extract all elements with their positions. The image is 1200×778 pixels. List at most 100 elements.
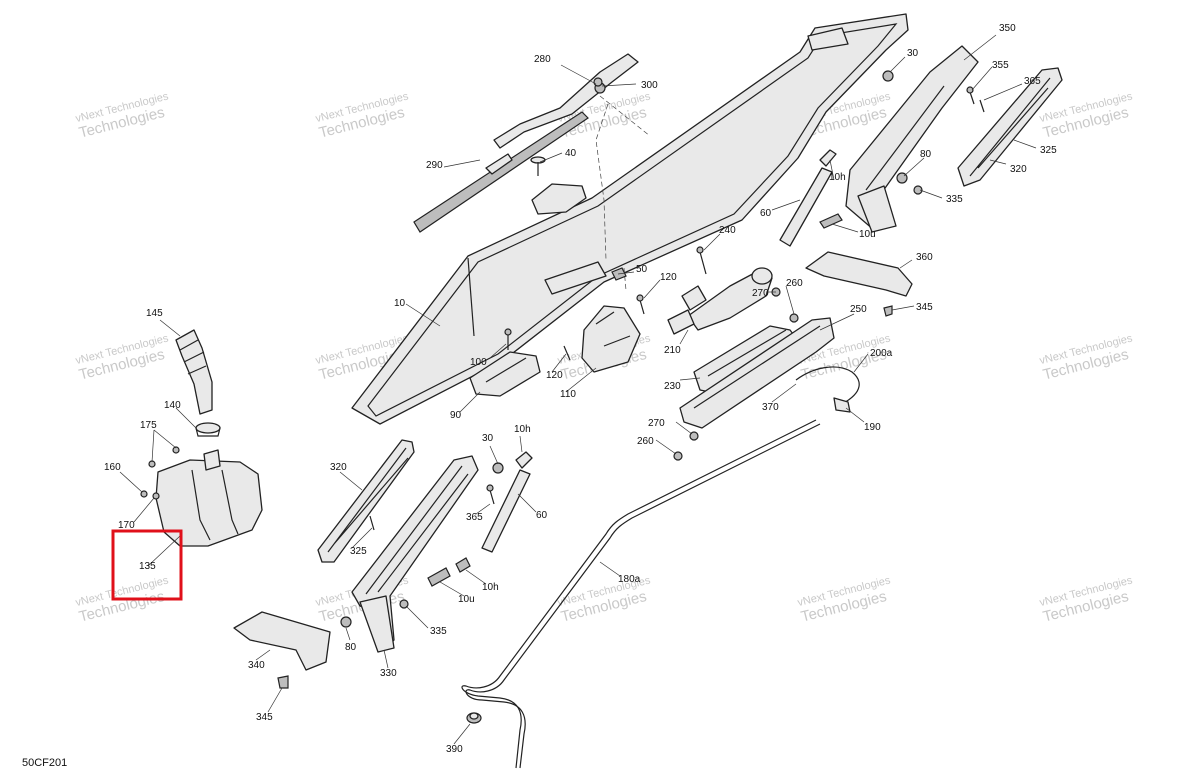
callout-120-top[interactable]: 120 (660, 272, 677, 283)
gas-strut-upper[interactable] (779, 149, 843, 247)
callout-340[interactable]: 340 (248, 660, 265, 671)
callout-60-bottom[interactable]: 60 (536, 510, 548, 521)
callout-30-bottom[interactable]: 30 (482, 433, 494, 444)
callout-90[interactable]: 90 (450, 410, 462, 421)
screw-120-b[interactable] (636, 294, 645, 315)
callout-160[interactable]: 160 (104, 462, 121, 473)
callout-200a[interactable]: 200a (870, 348, 893, 359)
callout-335-top[interactable]: 335 (946, 194, 963, 205)
screw-40[interactable] (530, 156, 546, 176)
callout-360[interactable]: 360 (916, 252, 933, 263)
highlight-box (111, 529, 183, 601)
callout-10h-top[interactable]: 10h (829, 172, 846, 183)
callout-10u-bottom[interactable]: 10u (458, 594, 475, 605)
callout-10h-bottom[interactable]: 10h (482, 582, 499, 593)
upper-right-pillar[interactable] (845, 45, 979, 233)
callout-180a[interactable]: 180a (618, 574, 641, 585)
bolt-240[interactable] (696, 246, 707, 275)
washer-hose-200a[interactable] (795, 366, 860, 405)
callout-345-bottom[interactable]: 345 (256, 712, 273, 723)
callout-325-bottom[interactable]: 325 (350, 546, 367, 557)
grommet-390[interactable] (466, 712, 482, 724)
callout-10[interactable]: 10 (394, 298, 406, 309)
callout-170[interactable]: 170 (118, 520, 135, 531)
screw-100[interactable] (504, 328, 512, 350)
callout-320-top[interactable]: 320 (1010, 164, 1027, 175)
filler-neck[interactable] (175, 329, 213, 415)
nut-30-bottom[interactable] (492, 462, 504, 474)
reservoir-tank[interactable] (155, 449, 263, 547)
nut-300[interactable] (593, 77, 603, 87)
callout-270-top[interactable]: 270 (752, 288, 769, 299)
callout-260-bottom[interactable]: 260 (637, 436, 654, 447)
callout-145[interactable]: 145 (146, 308, 163, 319)
wiper-pivot[interactable] (581, 305, 641, 373)
bracket-340[interactable] (233, 611, 331, 671)
callout-300[interactable]: 300 (641, 80, 658, 91)
callout-325-top[interactable]: 325 (1040, 145, 1057, 156)
washer-nozzle[interactable] (833, 397, 851, 413)
callout-110[interactable]: 110 (560, 389, 576, 400)
callout-335-bottom[interactable]: 335 (430, 626, 447, 637)
callout-60-top[interactable]: 60 (760, 208, 772, 219)
wiper-blade[interactable] (413, 111, 589, 233)
cowl-cover[interactable] (679, 317, 835, 429)
callout-365-top[interactable]: 365 (1024, 76, 1041, 87)
callout-10u-top[interactable]: 10u (859, 229, 876, 240)
callout-365-bottom[interactable]: 365 (466, 512, 483, 523)
clip-345-bottom[interactable] (277, 675, 289, 689)
callout-120-bottom[interactable]: 120 (546, 370, 563, 381)
callout-250[interactable]: 250 (850, 304, 867, 315)
callout-270-bottom[interactable]: 270 (648, 418, 665, 429)
callout-390[interactable]: 390 (446, 744, 463, 755)
callout-80-top[interactable]: 80 (920, 149, 932, 160)
callout-175[interactable]: 175 (140, 420, 157, 431)
bracket-360[interactable] (805, 251, 913, 297)
callout-230[interactable]: 230 (664, 381, 681, 392)
callout-210[interactable]: 210 (664, 345, 681, 356)
drawing-id: 50CF201 (22, 757, 67, 769)
callout-240[interactable]: 240 (719, 225, 736, 236)
screw-365-top[interactable] (979, 99, 985, 113)
lower-pillar[interactable] (351, 455, 479, 653)
lower-light-bar[interactable] (317, 439, 415, 563)
callout-50[interactable]: 50 (636, 264, 648, 275)
screw-120-a[interactable] (563, 345, 571, 361)
nut-80-bottom[interactable] (340, 616, 352, 628)
callout-40[interactable]: 40 (565, 148, 577, 159)
windshield-frame[interactable] (351, 13, 909, 425)
clip-345-right[interactable] (883, 305, 893, 317)
callout-100[interactable]: 100 (470, 357, 487, 368)
wiper-mount-90[interactable] (469, 351, 541, 397)
callout-80-bottom[interactable]: 80 (345, 642, 357, 653)
callout-30-top[interactable]: 30 (907, 48, 919, 59)
callout-370[interactable]: 370 (762, 402, 779, 413)
callout-135[interactable]: 135 (139, 561, 156, 572)
callout-330[interactable]: 330 (380, 668, 397, 679)
callout-280[interactable]: 280 (534, 54, 551, 65)
callout-355[interactable]: 355 (992, 60, 1009, 71)
washer-hose-180a[interactable] (461, 419, 821, 769)
screw-365-bottom[interactable] (486, 484, 495, 505)
cap-140[interactable] (195, 422, 221, 437)
callout-260-top[interactable]: 260 (786, 278, 803, 289)
gas-strut-lower[interactable] (427, 451, 533, 587)
screw-335-top[interactable] (913, 185, 923, 195)
callout-320-bottom[interactable]: 320 (330, 462, 347, 473)
nut-30-top[interactable] (882, 70, 894, 82)
wiper-motor[interactable] (667, 267, 773, 335)
washer-170[interactable] (152, 492, 160, 500)
upper-light-bar[interactable] (957, 67, 1063, 187)
callout-345-right[interactable]: 345 (916, 302, 933, 313)
screw-160[interactable] (140, 490, 148, 498)
callout-190[interactable]: 190 (864, 422, 881, 433)
callout-290[interactable]: 290 (426, 160, 443, 171)
screw-325-bottom[interactable] (369, 515, 375, 531)
nut-260-top[interactable] (789, 313, 799, 323)
callout-140[interactable]: 140 (164, 400, 181, 411)
screw-175[interactable] (148, 446, 180, 468)
screw-355[interactable] (966, 86, 975, 105)
callout-10h-mid[interactable]: 10h (514, 424, 531, 435)
callout-350[interactable]: 350 (999, 23, 1016, 34)
